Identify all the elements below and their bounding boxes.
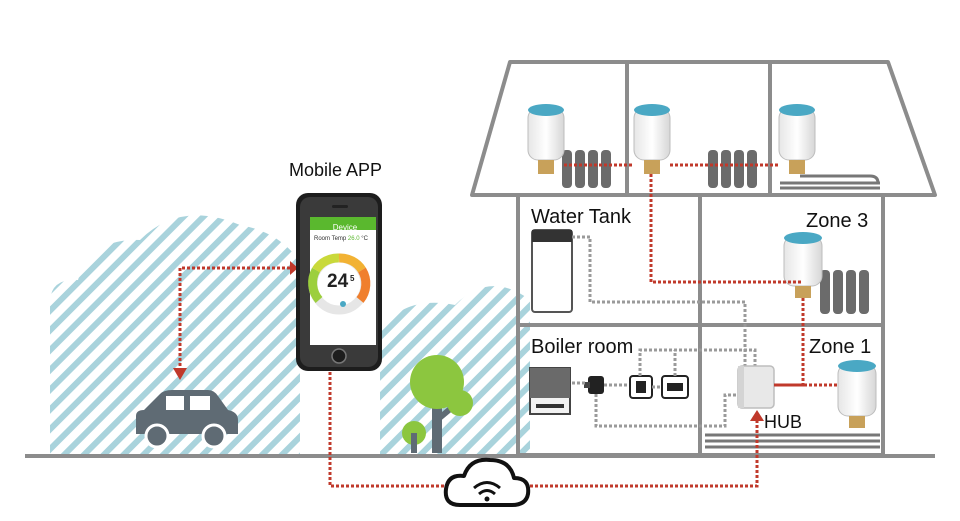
phone-screen-title: Device [332,223,358,232]
smartphone-icon [296,193,382,371]
phone-setpoint-decimal: 5 [350,274,355,283]
radiator-icon [708,150,757,188]
thermostat-valve-icon [783,232,823,298]
thermostat-valve-icon [837,360,877,428]
car-icon [136,390,238,449]
water-tank-icon [531,229,573,313]
label-boiler-room: Boiler room [531,336,634,358]
label-mobile-app: Mobile APP [289,160,383,180]
label-zone-3: Zone 3 [806,210,869,232]
thermostat-valve-icon [778,104,816,174]
room-temp-label: Room Temp [314,236,347,242]
radiator-icon [820,270,869,314]
tree-icon [402,355,473,453]
arrow-to-phone [290,261,298,275]
plumbing-lines [572,235,757,428]
pump-icon [584,375,689,399]
room-temp-unit: °C [361,236,369,242]
floor-heating-pipes [705,433,880,449]
signal-lines [178,163,838,488]
boiler-icon [529,367,571,415]
label-zone-1: Zone 1 [809,336,872,358]
thermostat-valve-icon [633,104,671,174]
floor-heating-pipes [780,174,880,190]
label-water-tank: Water Tank [531,206,632,228]
phone-room-temp: Room Temp 26.0 °C [314,236,368,242]
label-hub: HUB [764,412,803,432]
arrow-to-hub [750,410,764,421]
arrow-to-car [173,368,187,380]
hub-device-icon [737,365,775,409]
phone-setpoint: 24 [327,271,349,292]
thermostat-valve-icon [527,104,565,174]
house [470,60,937,457]
radiator-icon [562,150,611,188]
wifi-cloud-icon [443,457,531,507]
garden-background [50,215,530,455]
temperature-gauge [308,253,371,315]
room-temp-value: 26.0 [347,236,360,242]
